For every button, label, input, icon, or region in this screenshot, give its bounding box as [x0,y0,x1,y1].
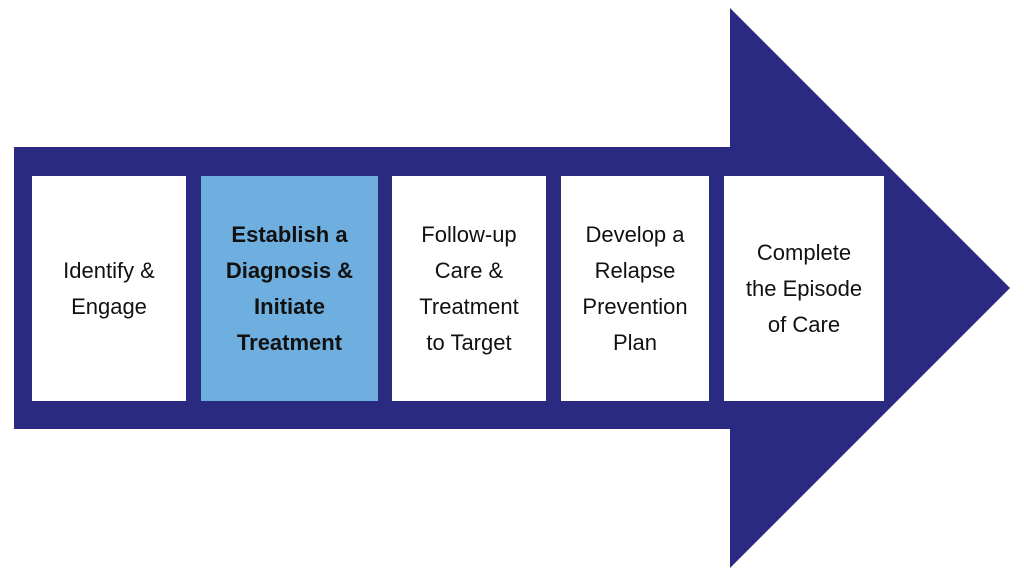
step-establish-diagnosis: Establish a Diagnosis & Initiate Treatme… [201,176,378,401]
step-relapse-prevention: Develop a Relapse Prevention Plan [561,176,709,401]
step-identify-engage: Identify & Engage [32,176,186,401]
step-follow-up-care: Follow-up Care & Treatment to Target [392,176,546,401]
step-complete-episode: Complete the Episode of Care [724,176,884,401]
